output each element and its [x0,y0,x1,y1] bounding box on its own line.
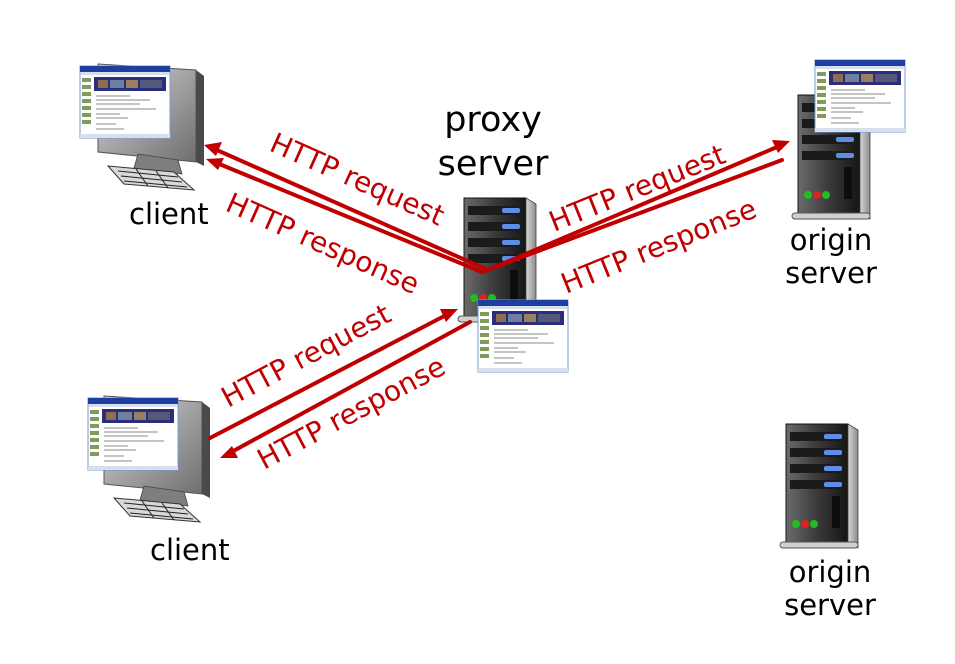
arrow-top-left-response [210,159,484,274]
origin-top-line1: origin [789,223,873,257]
proxy-label-line2: server [437,144,549,184]
client-top-label: client [129,197,209,231]
arrow-head [440,309,458,322]
arrow-head [772,140,790,153]
arrow-right-request [486,142,786,272]
proxy-server-label: proxy server [428,98,558,186]
origin-server-bottom-icon [779,423,859,549]
arrow-top-left-request [208,145,490,272]
arrow-head [204,142,222,156]
origin-server-bottom-label: origin server [770,556,890,622]
arrow-head [220,446,238,458]
origin-server-top-icon [791,59,906,220]
arrow-bottom-left-response [224,320,472,457]
origin-bottom-line2: server [784,588,876,622]
origin-server-top-label: origin server [776,224,886,290]
arrow-right-response [480,158,784,274]
origin-bottom-line1: origin [788,555,872,589]
arrow-head [206,158,224,170]
client-bottom-icon [87,395,211,523]
client-top-icon [79,63,205,191]
client-bottom-label: client [150,533,230,567]
arrow-bottom-left-request [208,310,454,440]
origin-top-line2: server [785,256,877,290]
proxy-label-line1: proxy [444,100,542,140]
